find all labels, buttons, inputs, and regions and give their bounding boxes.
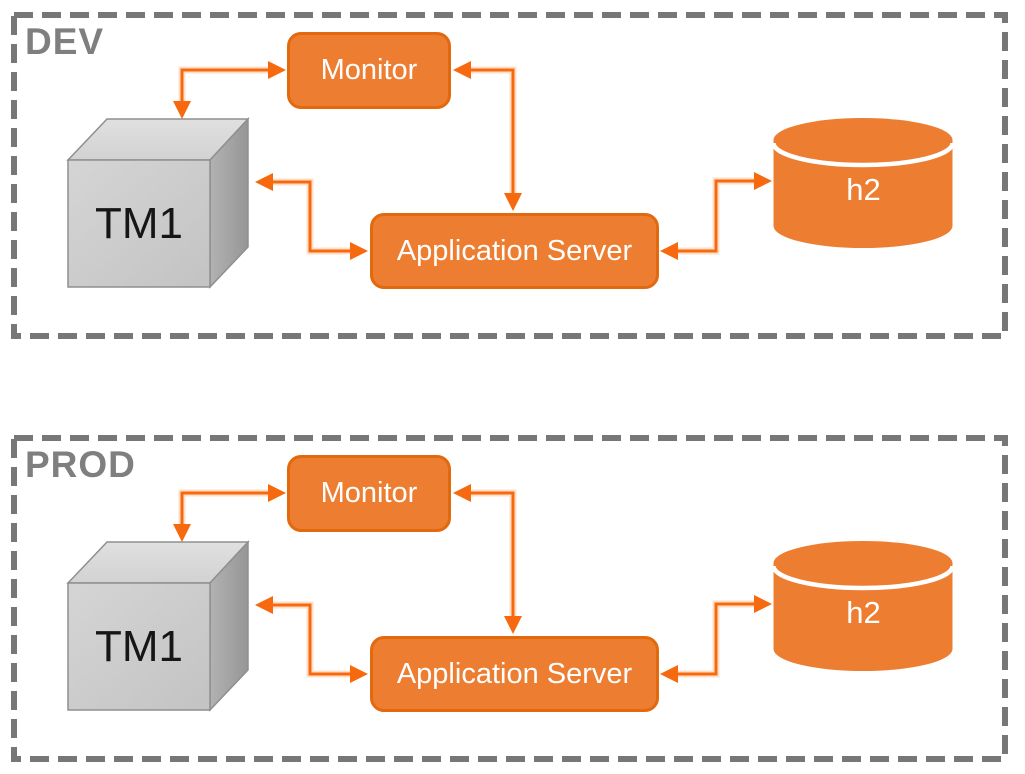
tm1-cube	[66, 117, 250, 289]
h2-database-cylinder	[771, 118, 955, 249]
arrowhead-down-icon	[173, 101, 191, 119]
arrowhead-right-icon	[268, 61, 286, 79]
connector-halo	[470, 66, 517, 194]
arrowhead-left-icon	[453, 61, 471, 79]
arrowhead-left-icon	[255, 173, 273, 191]
connector-line	[470, 68, 515, 194]
connector-appserver-h2	[660, 172, 772, 260]
tm1-cube-front-face	[67, 159, 211, 288]
connector-line	[272, 180, 351, 253]
connector-tm1-monitor	[173, 61, 286, 119]
environment-shapes	[11, 12, 1008, 339]
connector-line	[180, 68, 269, 102]
environment-dashed-frame	[11, 12, 1008, 339]
h2-cylinder-lid-line	[771, 142, 955, 168]
arrowhead-left-icon	[660, 242, 678, 260]
connector-tm1-appserver	[255, 173, 368, 260]
prod-environment-shapes	[14, 438, 1005, 759]
arrowhead-down-icon	[504, 193, 522, 211]
arrowhead-right-icon	[350, 242, 368, 260]
connector-halo	[178, 66, 269, 102]
arrowhead-right-icon	[754, 172, 772, 190]
h2-cylinder-body	[773, 140, 953, 249]
connector-line	[677, 179, 755, 253]
h2-cylinder-lid	[773, 118, 953, 162]
connector-monitor-appserver	[453, 61, 522, 211]
